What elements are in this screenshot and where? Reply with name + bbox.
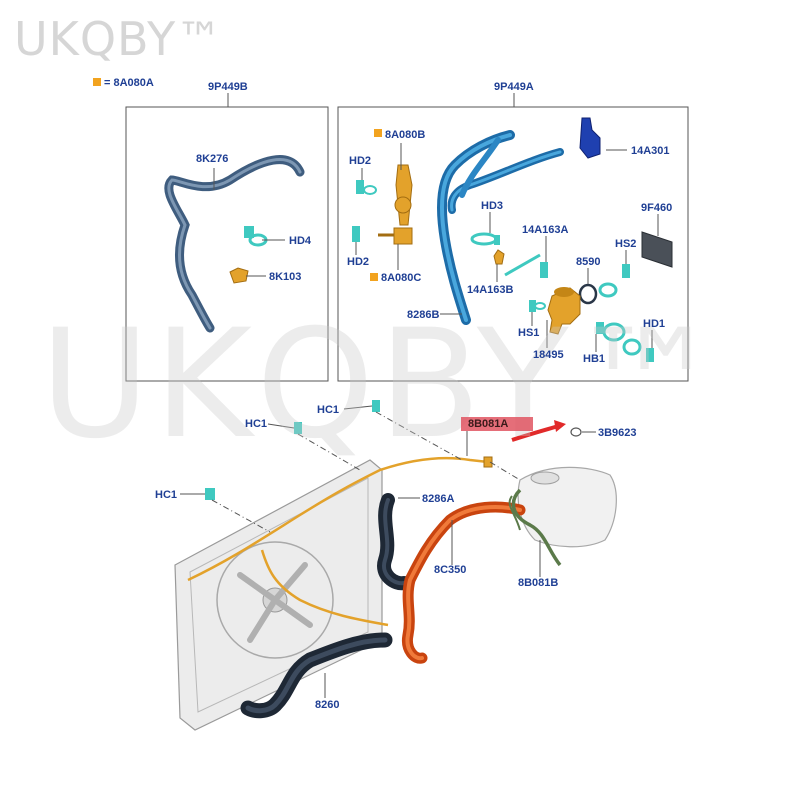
label-18495: 18495 xyxy=(533,349,564,361)
label-hd1: HD1 xyxy=(643,318,666,330)
thermostat-8a080b xyxy=(378,164,413,245)
clip-hc1-left xyxy=(294,422,302,434)
hose-8286b xyxy=(437,130,564,325)
hose-8b081b xyxy=(508,488,562,567)
label-hd2-bottom: HD2 xyxy=(347,256,370,268)
label-hb1: HB1 xyxy=(583,353,606,365)
watermark-overlay: UKQBY™ xyxy=(40,298,727,472)
leader-hc1-top xyxy=(343,405,373,410)
clamp-hs1 xyxy=(529,300,546,312)
dash-leader-hc1-top xyxy=(375,411,463,461)
label-9f460: 9F460 xyxy=(641,202,673,214)
group-box-9p449a xyxy=(337,106,689,382)
expansion-tank xyxy=(517,466,617,548)
label-8k276: 8K276 xyxy=(196,153,229,165)
clip-hc1-top xyxy=(372,400,380,412)
oring-8590 xyxy=(578,283,598,305)
label-8c350: 8C350 xyxy=(434,564,467,576)
clamp-hd2-bottom xyxy=(352,226,360,242)
hose-8b081a xyxy=(187,456,493,627)
label-8286a: 8286A xyxy=(422,493,455,505)
group-label-9p449a: 9P449A xyxy=(494,81,534,93)
clamp-hd3 xyxy=(470,232,500,246)
label-8590: 8590 xyxy=(576,256,601,268)
label-14a163a: 14A163A xyxy=(522,224,569,236)
legend-swatch xyxy=(93,78,101,86)
clamp-hd4 xyxy=(244,226,268,247)
housing-14a301 xyxy=(579,117,601,159)
group-label-9p449b: 9P449B xyxy=(208,81,248,93)
clamp-hb1 xyxy=(596,322,642,356)
dash-leader-hc1-left xyxy=(297,433,361,471)
label-8a080b: 8A080B xyxy=(385,129,426,141)
radiator xyxy=(174,459,383,731)
sensor-9f460 xyxy=(641,231,673,268)
label-8b081b: 8B081B xyxy=(518,577,559,589)
label-hs2: HS2 xyxy=(615,238,637,250)
label-8286b: 8286B xyxy=(407,309,440,321)
seal-3b9623 xyxy=(570,427,582,437)
dash-leader-tank xyxy=(489,461,521,481)
group-box-9p449b xyxy=(125,106,329,382)
label-3b9623: 3B9623 xyxy=(598,427,637,439)
watermark-logo: UKQBY™ xyxy=(14,12,224,66)
label-8260: 8260 xyxy=(315,699,340,711)
hose-8286a xyxy=(377,493,411,591)
label-hd2-top: HD2 xyxy=(349,155,372,167)
clamp-hd2-top xyxy=(356,180,377,195)
label-hd4: HD4 xyxy=(289,235,312,247)
part-14a163a xyxy=(504,253,548,278)
hose-8c350 xyxy=(401,501,526,664)
clamp-hd1 xyxy=(646,348,654,362)
bracket-14a163b xyxy=(493,249,505,265)
label-hc1-left: HC1 xyxy=(245,418,268,430)
highlight-8b081a xyxy=(461,417,533,431)
label-14a163b: 14A163B xyxy=(467,284,514,296)
hose-8k276 xyxy=(164,155,305,333)
label-hs1: HS1 xyxy=(518,327,540,339)
dash-leader-hc1-lower xyxy=(211,499,271,533)
hose-8260 xyxy=(240,632,393,719)
bracket-8k103 xyxy=(229,267,249,284)
label-8b081a: 8B081A xyxy=(468,418,509,430)
leader-hc1-left xyxy=(267,423,295,429)
marker-8a080b xyxy=(374,129,382,137)
marker-8a080c xyxy=(370,273,378,281)
pump-18495 xyxy=(547,287,581,335)
label-8a080c: 8A080C xyxy=(381,272,422,284)
clip-hc1-lower xyxy=(205,488,215,500)
label-hd3: HD3 xyxy=(481,200,504,212)
clamp-hs2 xyxy=(598,264,630,298)
callout-arrowhead xyxy=(554,420,566,432)
label-hc1-top: HC1 xyxy=(317,404,340,416)
label-14a301: 14A301 xyxy=(631,145,670,157)
legend-text: = 8A080A xyxy=(104,77,154,89)
label-8k103: 8K103 xyxy=(269,271,302,283)
label-hc1-lower: HC1 xyxy=(155,489,178,501)
